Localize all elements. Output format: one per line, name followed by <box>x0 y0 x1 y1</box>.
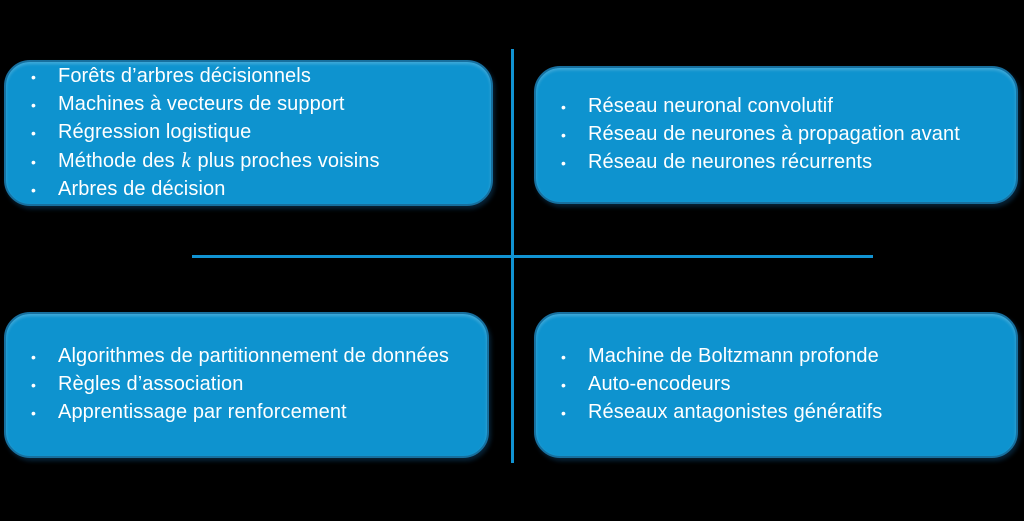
bullet-list: • Algorithmes de partitionnement de donné… <box>6 314 487 456</box>
list-item-label: Apprentissage par renforcement <box>58 401 347 423</box>
list-item: • Règles d’association <box>27 371 473 399</box>
list-item-label: Méthode des k plus proches voisins <box>58 147 380 172</box>
list-item-label: Réseau de neurones à propagation avant <box>588 123 960 145</box>
list-item: • Algorithmes de partitionnement de donné… <box>27 343 473 371</box>
list-item: • Réseau neuronal convolutif <box>557 93 1002 121</box>
list-item: • Réseaux antagonistes génératifs <box>557 399 1002 427</box>
bullet-list: • Machine de Boltzmann profonde • Auto-enco… <box>536 314 1016 456</box>
bullet-icon: • <box>31 377 36 393</box>
bullet-icon: • <box>561 99 566 115</box>
list-item: • Machine de Boltzmann profonde <box>557 343 1002 371</box>
quadrant-box-bottom-left: • Algorithmes de partitionnement de donné… <box>4 312 489 458</box>
bullet-icon: • <box>31 124 36 141</box>
bullet-icon: • <box>561 405 566 421</box>
list-item: • Arbres de décision <box>27 176 477 204</box>
list-item-label: Réseaux antagonistes génératifs <box>588 401 883 423</box>
list-item-label: Machine de Boltzmann profonde <box>588 345 879 367</box>
bullet-icon: • <box>31 181 36 198</box>
quadrant-box-bottom-right: • Machine de Boltzmann profonde • Auto-enco… <box>534 312 1018 458</box>
math-variable: k <box>181 147 191 172</box>
list-item-label: Auto-encodeurs <box>588 373 731 395</box>
bullet-icon: • <box>561 377 566 393</box>
list-item: • Machines à vecteurs de support <box>27 91 477 119</box>
list-item: • Réseau de neurones récurrents <box>557 149 1002 177</box>
list-item: • Auto-encodeurs <box>557 371 1002 399</box>
bullet-icon: • <box>561 349 566 365</box>
list-item-label: Régression logistique <box>58 120 252 143</box>
list-item-label: Réseau neuronal convolutif <box>588 95 833 117</box>
bullet-icon: • <box>31 405 36 421</box>
bullet-icon: • <box>31 153 36 170</box>
bullet-icon: • <box>31 349 36 365</box>
list-item: • Réseau de neurones à propagation avant <box>557 121 1002 149</box>
list-item-label: Forêts d’arbres décisionnels <box>58 64 311 87</box>
list-item: • Régression logistique <box>27 119 477 147</box>
bullet-list: • Réseau neuronal convolutif • Réseau de ne… <box>536 68 1016 202</box>
list-item-label: Arbres de décision <box>58 177 226 200</box>
bullet-icon: • <box>31 96 36 113</box>
bullet-icon: • <box>561 127 566 143</box>
list-item: • Méthode des k plus proches voisins <box>27 147 477 176</box>
bullet-icon: • <box>31 68 36 85</box>
list-item: • Forêts d’arbres décisionnels <box>27 63 477 91</box>
horizontal-divider-line <box>192 255 873 258</box>
list-item-label: Algorithmes de partitionnement de donnée… <box>58 345 450 367</box>
list-item-label: Réseau de neurones récurrents <box>588 151 873 173</box>
list-item: • Apprentissage par renforcement <box>27 399 473 427</box>
quadrant-box-top-left: • Forêts d’arbres décisionnels • Machines à… <box>4 60 493 206</box>
bullet-icon: • <box>561 155 566 171</box>
bullet-list: • Forêts d’arbres décisionnels • Machines à… <box>6 62 491 204</box>
quadrant-box-top-right: • Réseau neuronal convolutif • Réseau de ne… <box>534 66 1018 204</box>
list-item-label: Machines à vecteurs de support <box>58 92 345 115</box>
list-item-label: Règles d’association <box>58 373 244 395</box>
